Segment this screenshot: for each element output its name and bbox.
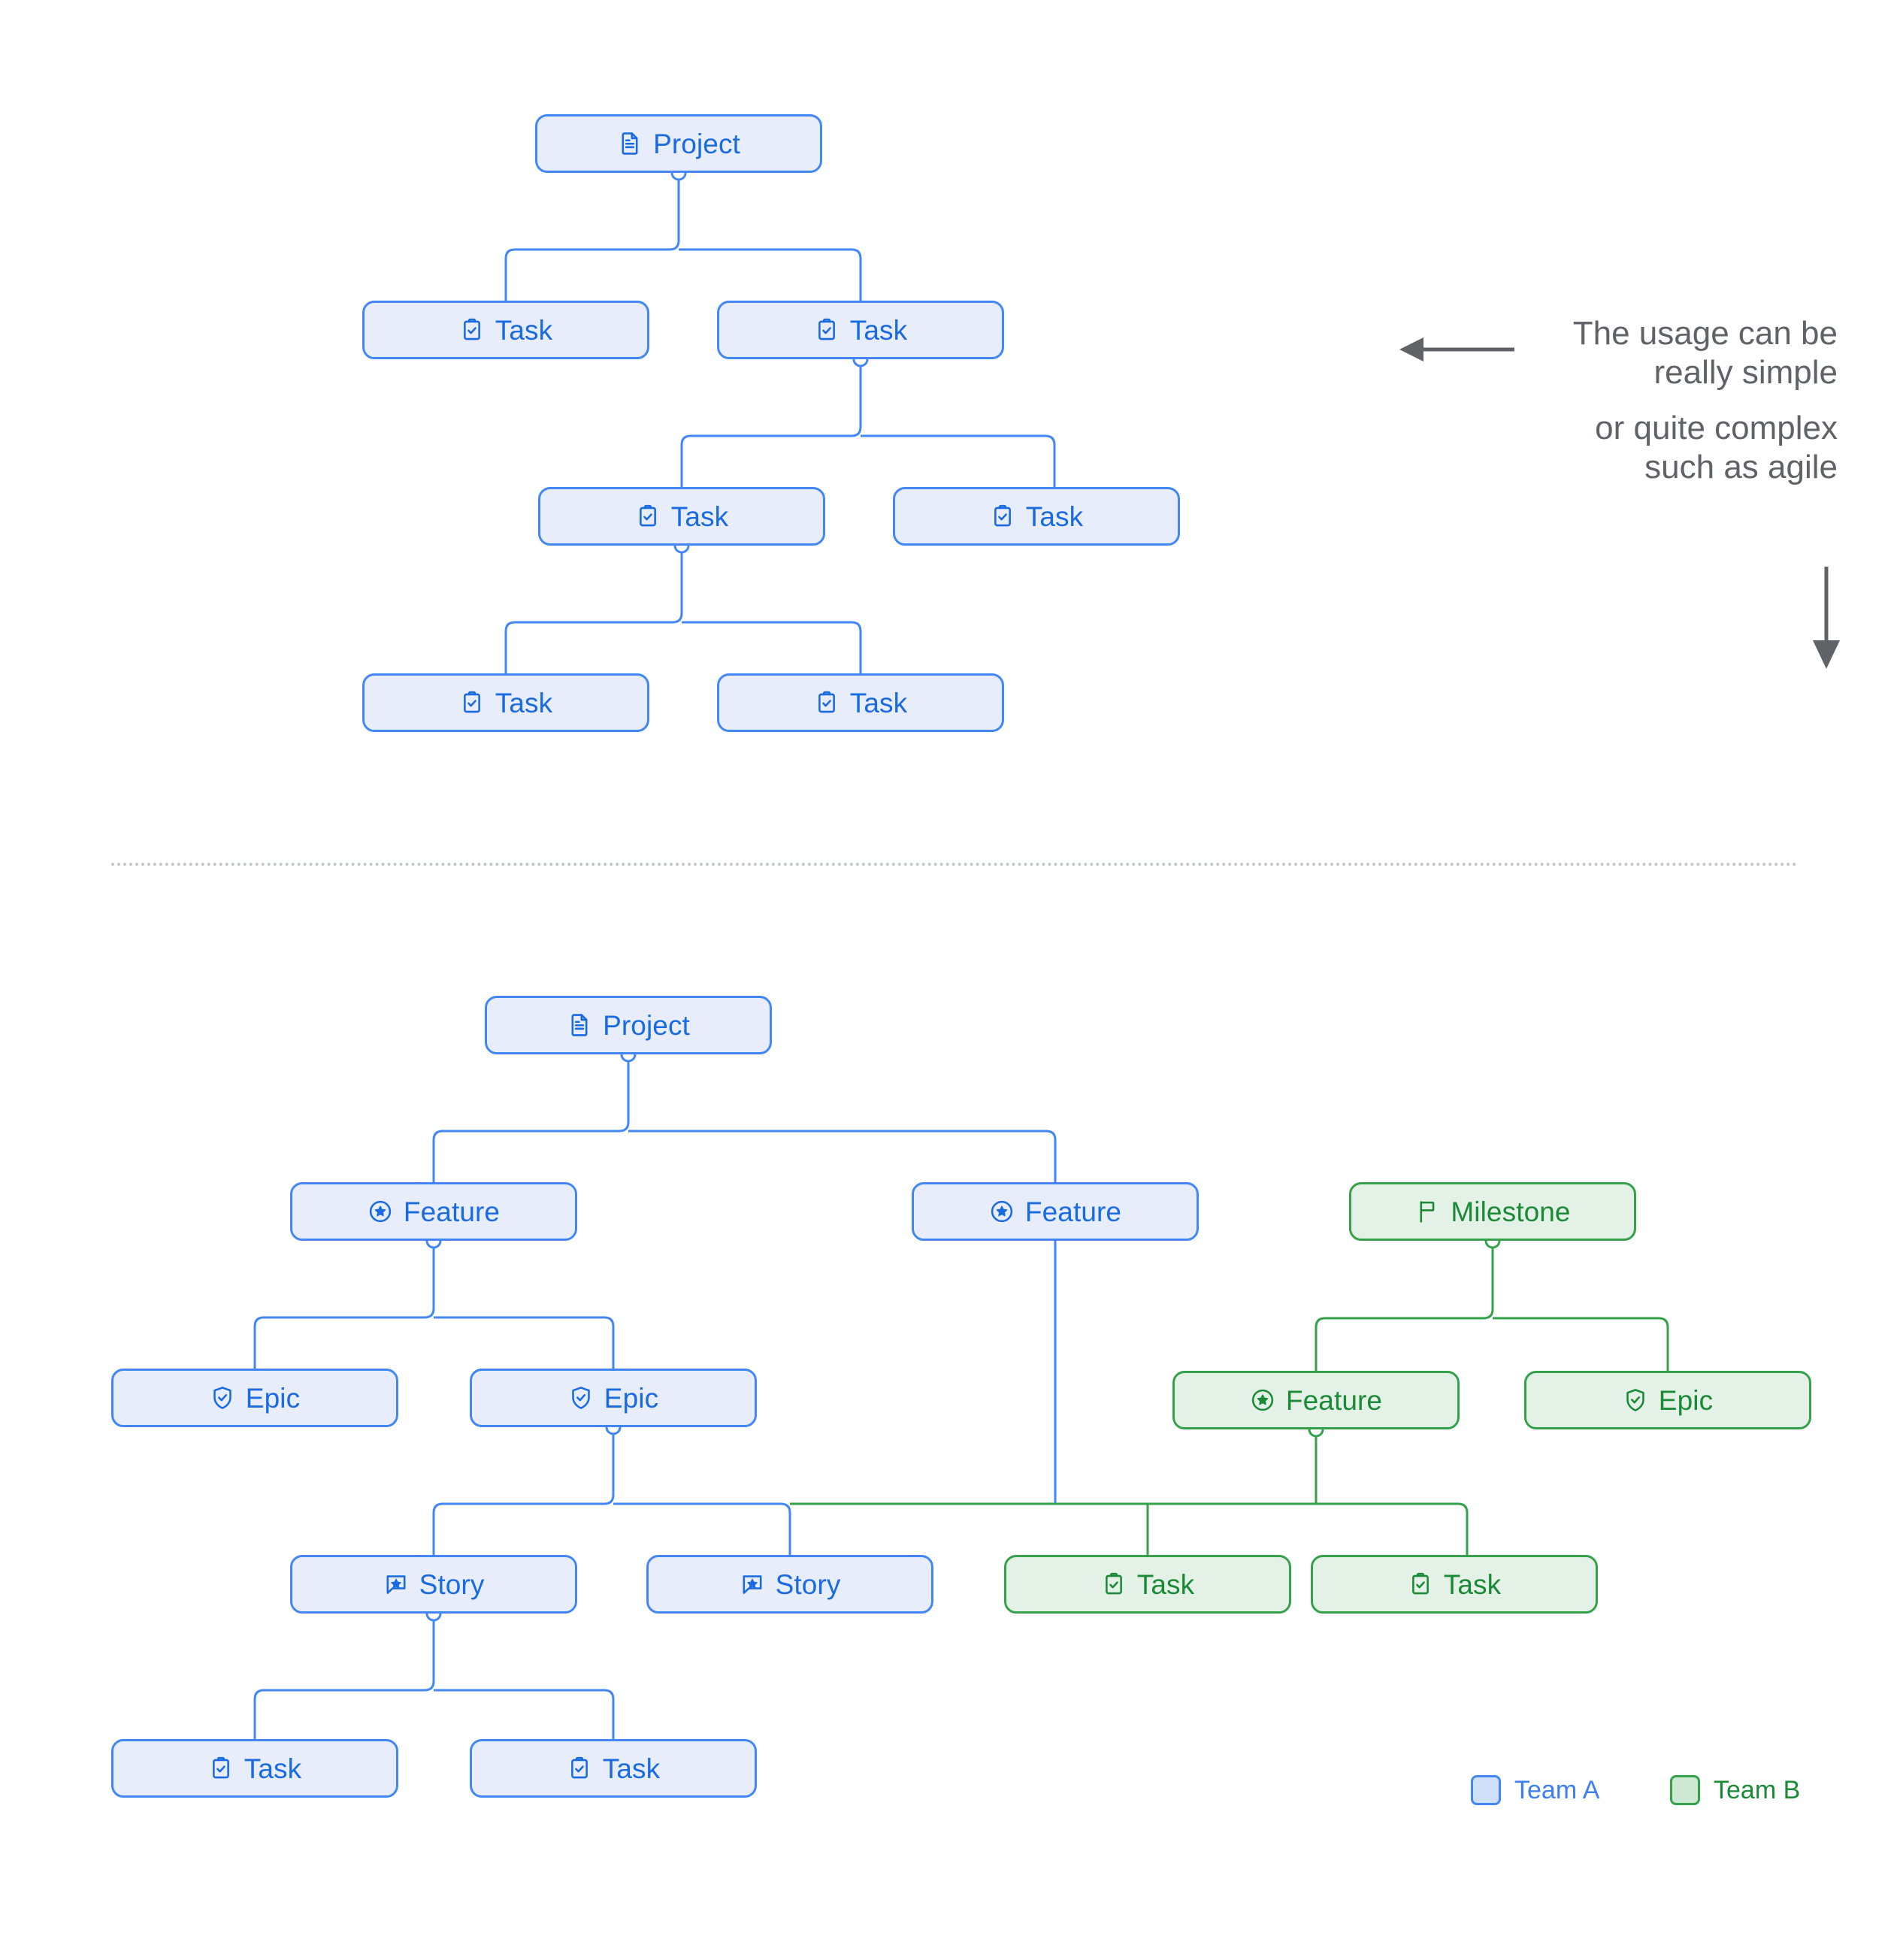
node-a-project[interactable]: Project xyxy=(485,996,772,1054)
node-a-milestone[interactable]: Milestone xyxy=(1349,1182,1636,1241)
annotation-line-1: The usage can be xyxy=(1572,315,1838,352)
node-label: Task xyxy=(1443,1568,1502,1600)
node-label: Feature xyxy=(1024,1196,1122,1227)
document-icon xyxy=(567,1012,592,1038)
node-label: Task xyxy=(849,687,908,718)
node-s-task-3[interactable]: Task xyxy=(538,487,825,546)
node-label: Project xyxy=(603,1009,690,1041)
clipboard-check-icon xyxy=(567,1756,592,1781)
node-a-epic-1[interactable]: Epic xyxy=(111,1369,398,1427)
shield-check-icon xyxy=(568,1385,594,1411)
legend-team-b: Team B xyxy=(1670,1775,1800,1805)
node-label: Task xyxy=(602,1753,661,1784)
annotation-line-2: really simple xyxy=(1653,353,1838,391)
story-bubble-icon xyxy=(740,1571,765,1597)
legend-swatch-team-a xyxy=(1471,1775,1501,1805)
annotation-text: The usage can be really simple or quite … xyxy=(1278,314,1838,487)
clipboard-check-icon xyxy=(1101,1571,1127,1597)
node-s-task-1[interactable]: Task xyxy=(362,301,649,359)
clipboard-check-icon xyxy=(459,317,485,343)
star-circle-icon xyxy=(1250,1387,1275,1413)
node-label: Task xyxy=(849,314,908,346)
node-label: Story xyxy=(419,1568,485,1600)
node-a-story-2[interactable]: Story xyxy=(646,1555,933,1614)
section-divider xyxy=(111,863,1798,866)
node-a-feature-1[interactable]: Feature xyxy=(290,1182,577,1241)
node-a-task-b2[interactable]: Task xyxy=(470,1739,757,1798)
node-label: Task xyxy=(495,314,553,346)
node-a-epic-3[interactable]: Epic xyxy=(1524,1371,1811,1429)
document-icon xyxy=(617,131,643,156)
arrow-down-icon xyxy=(1813,567,1840,669)
shield-check-icon xyxy=(210,1385,235,1411)
legend-team-a: Team A xyxy=(1471,1775,1599,1805)
node-s-task-6[interactable]: Task xyxy=(717,673,1004,732)
clipboard-check-icon xyxy=(814,690,840,715)
shield-check-icon xyxy=(1623,1387,1648,1413)
clipboard-check-icon xyxy=(208,1756,234,1781)
node-label: Task xyxy=(495,687,553,718)
node-label: Epic xyxy=(245,1382,301,1414)
node-label: Feature xyxy=(1285,1384,1383,1416)
clipboard-check-icon xyxy=(635,504,661,529)
node-label: Milestone xyxy=(1451,1196,1571,1227)
node-label: Task xyxy=(1136,1568,1195,1600)
node-label: Story xyxy=(775,1568,841,1600)
node-s-task-5[interactable]: Task xyxy=(362,673,649,732)
node-a-epic-2[interactable]: Epic xyxy=(470,1369,757,1427)
node-a-task-b1[interactable]: Task xyxy=(111,1739,398,1798)
node-label: Task xyxy=(244,1753,302,1784)
annotation-line-4: such as agile xyxy=(1644,448,1838,485)
simple-edges xyxy=(504,173,1056,673)
star-circle-icon xyxy=(368,1199,393,1224)
node-label: Feature xyxy=(403,1196,501,1227)
annotation-line-3: or quite complex xyxy=(1595,409,1838,446)
node-s-task-2[interactable]: Task xyxy=(717,301,1004,359)
node-label: Project xyxy=(653,128,740,159)
node-a-task-g1[interactable]: Task xyxy=(1004,1555,1291,1614)
node-label: Epic xyxy=(1658,1384,1714,1416)
node-a-task-g2[interactable]: Task xyxy=(1311,1555,1598,1614)
node-a-story-1[interactable]: Story xyxy=(290,1555,577,1614)
clipboard-check-icon xyxy=(459,690,485,715)
star-circle-icon xyxy=(989,1199,1015,1224)
legend-swatch-team-b xyxy=(1670,1775,1700,1805)
story-bubble-icon xyxy=(383,1571,409,1597)
node-label: Task xyxy=(1025,501,1084,532)
clipboard-check-icon xyxy=(814,317,840,343)
node-label: Task xyxy=(670,501,729,532)
arrow-left-icon xyxy=(1399,337,1514,361)
legend-label-team-a: Team A xyxy=(1514,1775,1600,1804)
clipboard-check-icon xyxy=(1408,1571,1433,1597)
node-label: Epic xyxy=(604,1382,659,1414)
node-a-feature-2[interactable]: Feature xyxy=(912,1182,1199,1241)
flag-icon xyxy=(1414,1199,1440,1224)
node-s-task-4[interactable]: Task xyxy=(893,487,1180,546)
clipboard-check-icon xyxy=(990,504,1015,529)
agile-edge-dots-blue xyxy=(425,1046,637,1622)
node-s-project[interactable]: Project xyxy=(535,114,822,173)
node-a-feature-3[interactable]: Feature xyxy=(1172,1371,1460,1429)
legend-label-team-b: Team B xyxy=(1714,1775,1801,1804)
